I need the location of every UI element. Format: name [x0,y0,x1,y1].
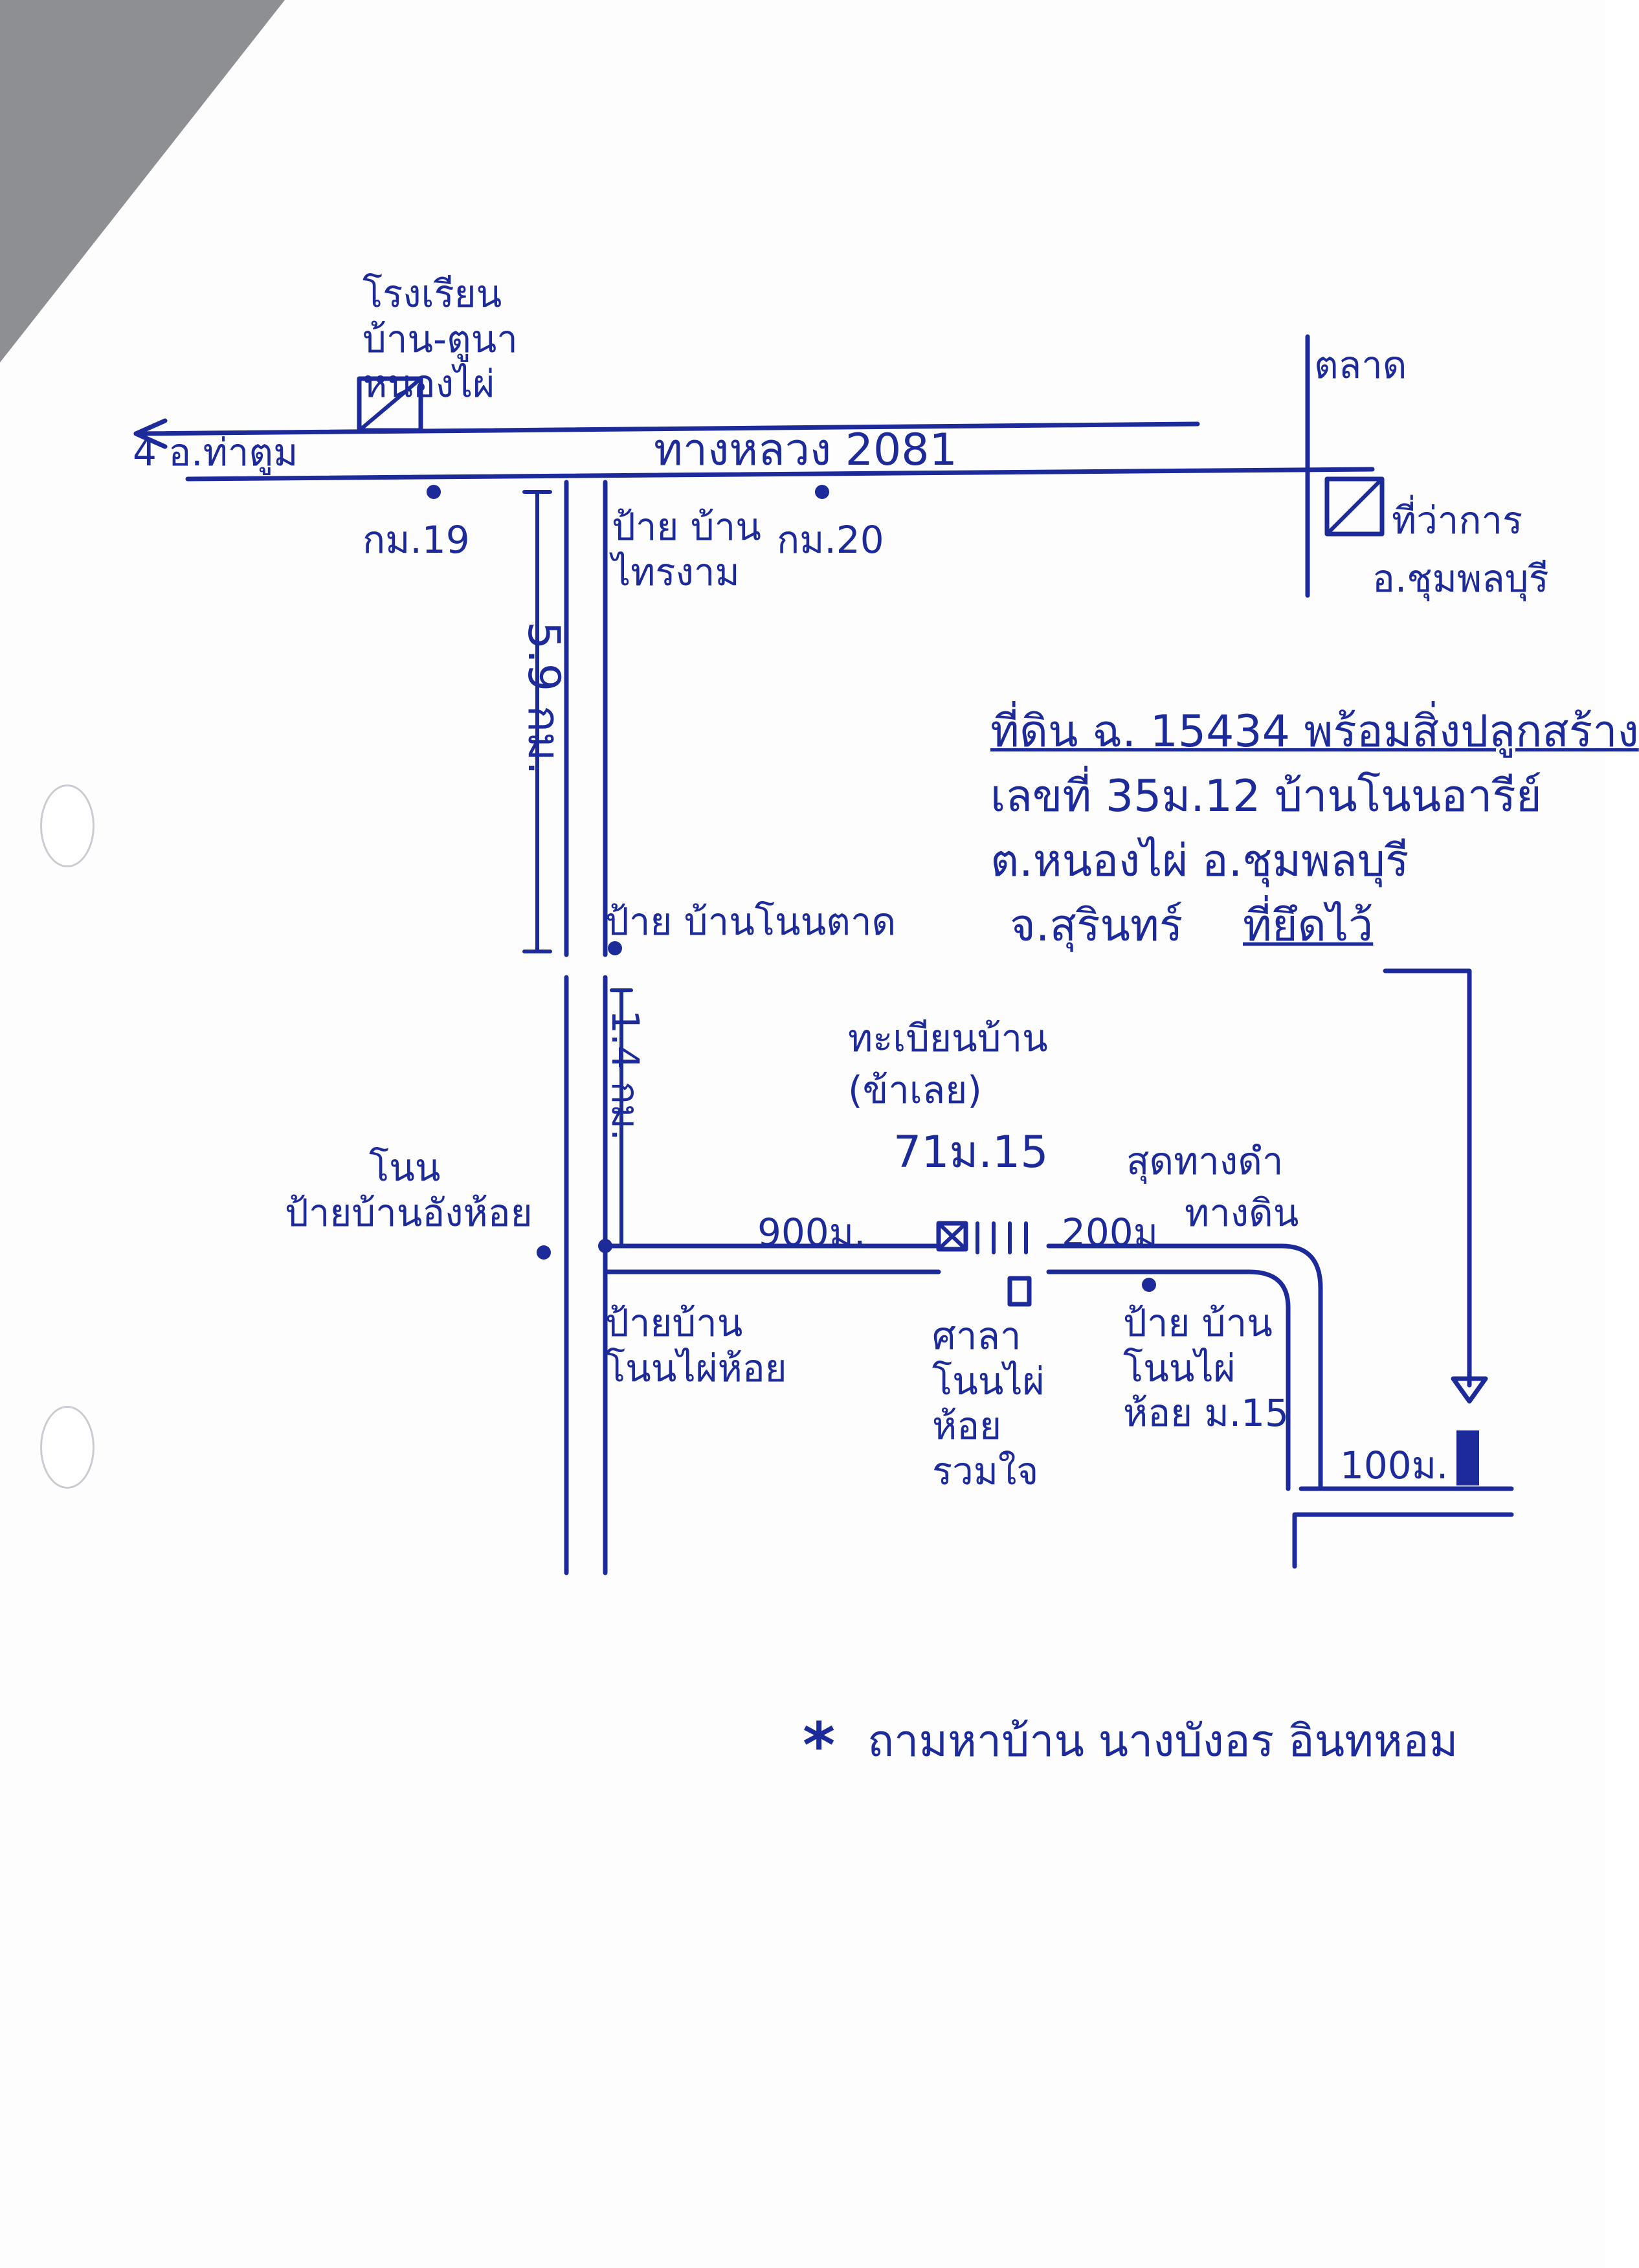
folded-corner [0,0,285,362]
house-number-label: 71ม.15 [893,1127,1049,1178]
house-registration-sub: (ข้าเลย) [848,1068,982,1112]
sign-mu15-label: ป้าย บ้าน โนนไผ่ห้อย ม.15 [1123,1301,1289,1436]
dirt-road-curve-inner [1247,1269,1291,1491]
destination-line-2: เลขที่ 35ม.12 บ้านโนนอารีย์ [990,771,1542,822]
dist-bracket-5-9 [522,490,552,953]
note-star: * [803,1709,836,1782]
market-label: ตลาด [1314,343,1407,387]
distance-900-label: 900ม. [757,1210,866,1254]
sign-phaihoi-label: ป้ายบ้าน โนนไผ่ห้อย [605,1301,787,1390]
sign-nonfang-label-2: ป้ายบ้านอังห้อย [285,1191,533,1235]
destination-line-3: ต.หนองไผ่ อ.ชุมพลบุรี [990,836,1409,887]
distance-5-9-label: 5.9 กม. [518,621,569,775]
distance-1-4-label: 1.4 กม. [603,1010,647,1141]
road-map-drawing [133,334,1514,1575]
sign-nontalat-label: ป้าย บ้านโนนตาด [605,900,897,944]
school-box [357,376,423,433]
west-arrow [133,418,168,449]
house-box-cross [937,1221,968,1251]
sala-label: ศาลา โนนไผ่ห้อย รวมใจ [932,1314,1045,1493]
end-paved-road-label: สุดทางดำ [1126,1139,1284,1183]
sign-phaihoi-dot [598,1239,612,1253]
destination-house [1456,1430,1479,1485]
house-posts [976,1221,1028,1254]
map-sheet [0,0,1605,2268]
district-office-diag [1325,477,1384,536]
destination-line-4b: ที่ยึดไว้ [1243,900,1374,951]
distance-200-label: 200ม [1062,1210,1158,1254]
district-office-name: อ.ชุมพลบุรี [1372,557,1549,601]
highway-line-top [133,421,1200,436]
destination-arrowhead [1451,1376,1488,1404]
punch-hole-bottom [40,1406,95,1489]
sala-box [1007,1276,1032,1307]
house-box [936,1221,968,1252]
sign-mu15-dot [1142,1278,1156,1292]
km20-label: กม.20 [777,518,884,562]
dirt-road-curve-outer [1279,1243,1323,1491]
punch-hole-top [40,784,95,867]
west-direction-label: 4 อ.ท่าตูม [133,430,298,474]
school-label: โรงเรียนบ้าน-ตูนาหนองไผ่ [362,272,518,406]
highway-line-bottom [185,467,1375,482]
destination-line-4a: จ.สุรินทร์ [1010,900,1183,951]
district-office-label: ที่ว่าการ [1392,498,1523,542]
distance-100-label: 100ม. [1340,1443,1449,1487]
sign-thaingam-label: ป้าย บ้านไทรงาม [612,505,761,594]
note-text: ถามหาบ้าน นางบังอร อินทหอม [867,1716,1458,1767]
km19-dot [427,485,441,499]
dirt-road-label: ทางดิน [1185,1191,1299,1235]
sign-angkhoi-dot [537,1245,551,1260]
dist-bracket-1-4 [610,988,633,1248]
house-registration-label: ทะเบียนบ้าน [848,1016,1048,1060]
school-box-diag [357,377,423,432]
highway-label: ทางหลวง 2081 [654,425,957,476]
destination-line-1: ที่ดิน ฉ. 15434 พร้อมสิ่งปลูกสร้าง [990,706,1639,757]
sign-nontalat-dot [608,941,622,955]
district-office-box [1324,476,1385,537]
bottom-road-bottom [1292,1512,1514,1569]
sign-nonfang-label-1: โนน [369,1146,441,1190]
km20-dot [815,485,829,499]
destination-arrow [1383,968,1472,1388]
km19-label: กม.19 [362,518,470,562]
